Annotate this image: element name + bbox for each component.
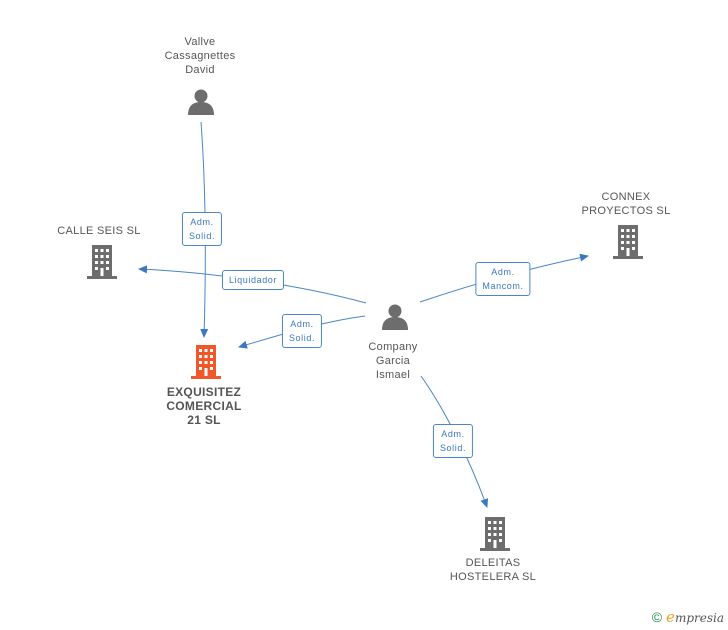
node-label-line: Vallve [184,36,216,48]
node-label-line: David [185,64,215,76]
edge-label-vallve-exquisitez[interactable]: Adm. Solid. [181,212,223,246]
brand-initial: e [666,608,675,626]
node-label-line: Company [368,341,418,353]
node-label-line: DELEITAS [465,557,521,569]
edge-label-line: Solid. [188,231,216,241]
edge-label-line: Adm. [491,267,515,277]
node-label-company-garcia[interactable]: Company Garcia Ismael [368,340,417,382]
footer-credit: © empresia [652,608,724,626]
node-label-deleitas[interactable]: DELEITAS HOSTELERA SL [450,556,536,584]
node-label-line: Ismael [375,369,411,381]
edge-label-line: Solid. [288,333,316,343]
edge-label-line: Adm. [290,319,314,329]
building-icon[interactable] [480,517,510,551]
node-label-exquisitez[interactable]: EXQUISITEZ COMERCIAL 21 SL [166,385,241,427]
node-label-line: EXQUISITEZ [166,385,242,399]
edge-label-garcia-exquisitez[interactable]: Adm. Solid. [281,314,323,348]
edge-label-garcia-calle-seis[interactable]: Liquidador [221,270,285,290]
edge-label-line: Adm. [190,217,214,227]
node-label-calle-seis[interactable]: CALLE SEIS SL [57,224,140,238]
node-label-line: PROYECTOS SL [581,205,671,217]
node-label-line: Garcia [375,355,411,367]
node-label-line: HOSTELERA SL [449,571,537,583]
node-label-line: CALLE SEIS SL [57,225,141,237]
edge-label-line: Adm. [441,429,465,439]
person-icon[interactable] [188,89,214,116]
node-label-line: Cassagnettes [164,50,236,62]
brand-logo[interactable]: empresia [666,608,724,626]
edge-label-line: Liquidador [228,275,278,285]
node-label-connex[interactable]: CONNEX PROYECTOS SL [582,190,671,218]
person-icon[interactable] [382,304,408,331]
edge-label-garcia-connex[interactable]: Adm. Mancom. [475,262,531,296]
node-label-line: COMERCIAL [166,399,242,413]
edge-label-line: Solid. [439,443,467,453]
node-label-vallve[interactable]: Vallve Cassagnettes David [165,35,236,77]
building-icon-highlighted[interactable] [191,345,221,379]
building-icon[interactable] [613,225,643,259]
brand-name: mpresia [674,611,724,625]
copyright-icon: © [651,609,663,625]
node-label-line: 21 SL [187,413,221,427]
edge-label-garcia-deleitas[interactable]: Adm. Solid. [432,424,474,458]
building-icon[interactable] [87,245,117,279]
edge-label-line: Mancom. [482,281,524,291]
node-label-line: CONNEX [601,191,651,203]
